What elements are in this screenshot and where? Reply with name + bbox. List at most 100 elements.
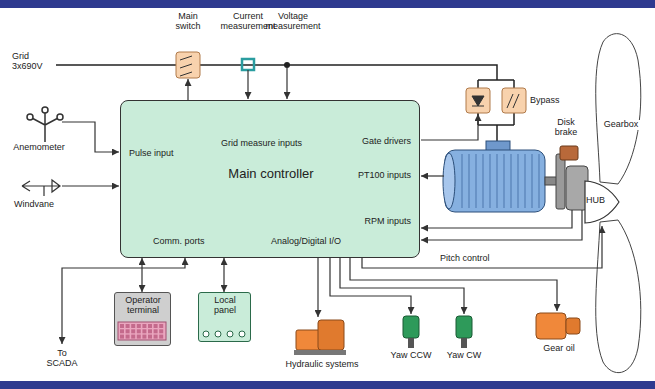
keyboard-keys xyxy=(142,324,146,328)
yaw-motor xyxy=(461,338,467,348)
generator xyxy=(545,177,557,185)
local-panel-box: Local panel xyxy=(198,292,251,342)
generator xyxy=(476,154,477,208)
keyboard-keys xyxy=(118,322,166,340)
current-transformer-symbol xyxy=(242,59,254,70)
generator xyxy=(504,154,505,208)
hub-cone: HUB xyxy=(584,178,620,226)
signal-wire xyxy=(62,68,582,344)
keyboard-keys xyxy=(137,324,141,328)
panel-buttons xyxy=(239,331,245,337)
converter-symbol xyxy=(466,88,490,113)
signal-wire xyxy=(421,114,478,140)
controller-title: Main controller xyxy=(226,167,316,181)
signal-wire xyxy=(421,210,572,228)
keyboard-keys xyxy=(120,324,124,328)
generator xyxy=(525,154,526,208)
part-label: Gear oil xyxy=(534,344,584,354)
main-switch-symbol xyxy=(176,52,200,78)
signal-wire xyxy=(62,185,119,186)
keyboard-keys xyxy=(148,335,152,339)
keyboard-keys xyxy=(131,335,135,339)
controller-box: Main controllerPulse inputGrid measure i… xyxy=(120,100,420,258)
frame-bar xyxy=(0,0,655,8)
signal-wire xyxy=(421,175,444,176)
yaw-motor xyxy=(403,316,419,338)
part-label: Windvane xyxy=(4,200,64,210)
windvane-icon xyxy=(22,180,60,196)
keyboard-keys xyxy=(159,335,163,339)
anemometer-icon xyxy=(27,107,63,142)
gear-oil-pump xyxy=(536,313,566,339)
anemometer-icon xyxy=(42,107,48,113)
keyboard-keys xyxy=(137,329,141,333)
hydraulic-unit xyxy=(318,320,344,350)
signal-wire xyxy=(340,258,464,314)
converter-symbol xyxy=(466,88,490,113)
signal-wire xyxy=(286,68,287,99)
voltage-tap-dot xyxy=(284,62,290,68)
part-label: Yaw CW xyxy=(443,351,485,361)
hydraulic-unit xyxy=(294,350,346,355)
yaw-motor xyxy=(456,316,472,338)
anemometer-icon xyxy=(57,114,63,120)
keyboard-keys xyxy=(120,335,124,339)
anemometer-icon xyxy=(27,114,33,120)
port-name: Comm. ports xyxy=(153,237,205,247)
operator-terminal-box: Operator terminal xyxy=(114,292,171,346)
part-label: Gearbox xyxy=(598,120,644,130)
main-switch-symbol xyxy=(180,56,192,76)
input-name: PT100 inputs xyxy=(358,171,411,181)
signal-wire xyxy=(350,258,557,311)
generator xyxy=(462,154,539,208)
input-name: Pulse input xyxy=(129,149,174,159)
signal-wire xyxy=(62,122,119,152)
keyboard-keys xyxy=(131,329,135,333)
part-label: Main switch xyxy=(168,12,208,32)
generator xyxy=(469,154,470,208)
voltage-tap-dot xyxy=(284,62,290,68)
generator xyxy=(490,154,491,208)
signal-wire xyxy=(421,210,582,240)
port-name: Analog/Digital I/O xyxy=(271,237,341,247)
keyboard-keys xyxy=(142,335,146,339)
panel-name: Local panel xyxy=(202,296,248,316)
converter-symbol xyxy=(472,96,484,106)
input-name: RPM inputs xyxy=(364,217,411,227)
keyboard-keys xyxy=(137,335,141,339)
keyboard-keys xyxy=(154,324,158,328)
part-label: Grid 3x690V xyxy=(12,52,52,72)
keyboard-keys xyxy=(126,335,130,339)
panel-buttons xyxy=(203,331,245,337)
keyboard-keys xyxy=(154,329,158,333)
panel-buttons xyxy=(227,331,233,337)
part-label: Disk brake xyxy=(546,118,586,138)
keyboard-keys xyxy=(120,329,124,333)
yaw-motor xyxy=(408,338,414,348)
part-label: Voltage measurement xyxy=(262,12,324,32)
yaw-motor xyxy=(403,316,472,348)
signal-connector xyxy=(223,258,224,292)
gear-oil-pump xyxy=(566,318,580,334)
disk-brake xyxy=(560,146,578,160)
generator xyxy=(445,150,545,212)
signal-wire xyxy=(330,258,411,314)
keyboard-keys xyxy=(126,329,130,333)
generator xyxy=(511,154,512,208)
main-switch-symbol xyxy=(176,52,200,78)
anemometer-icon xyxy=(30,110,60,142)
keyboard-keys xyxy=(159,329,163,333)
keyboard-keys xyxy=(154,335,158,339)
part-label: Anemometer xyxy=(4,143,74,153)
gear-oil-pump xyxy=(536,313,580,339)
bypass-symbol xyxy=(507,94,519,108)
generator xyxy=(539,154,540,208)
generator xyxy=(532,154,533,208)
windvane-icon xyxy=(22,180,60,196)
terminal-name: Operator terminal xyxy=(118,296,168,316)
frame-bar xyxy=(0,381,655,389)
signal-connector xyxy=(141,258,142,292)
